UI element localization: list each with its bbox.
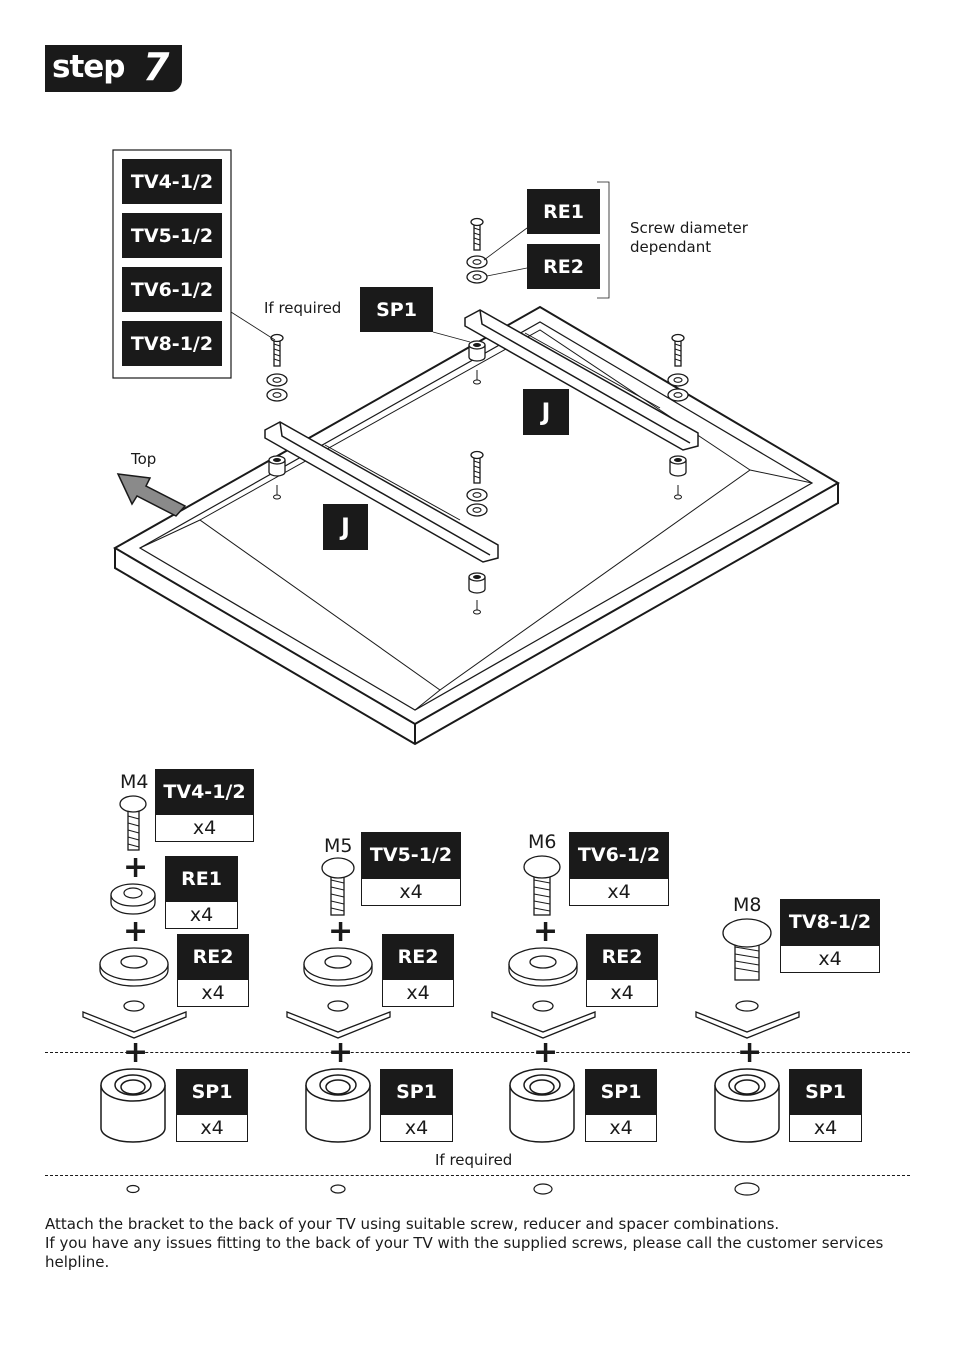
if-required-top: If required <box>264 299 342 317</box>
if-required-bottom: If required <box>435 1151 513 1169</box>
size-m5: M5 <box>324 835 353 857</box>
bottom-screw-m8 <box>722 918 772 981</box>
sp1-label: SP1 <box>360 287 433 332</box>
re2-badge-col2: RE2 <box>382 934 454 979</box>
re2-badge-col3: RE2 <box>586 934 658 979</box>
instruction-line-2: If you have any issues fitting to the ba… <box>45 1234 884 1271</box>
legend-tv5: TV5-1/2 <box>122 213 222 258</box>
top-label: Top <box>131 450 157 468</box>
size-m6: M6 <box>528 831 557 853</box>
re1-label: RE1 <box>527 189 600 234</box>
step-word: step <box>52 49 125 85</box>
bottom-screw-m5 <box>321 857 355 916</box>
plus-sign: + <box>328 914 354 949</box>
sp1-badge-col4: SP1 <box>789 1069 862 1114</box>
plus-sign: + <box>533 1035 559 1070</box>
re2-badge-col1: RE2 <box>177 934 249 979</box>
dashed-divider-upper <box>45 1052 910 1053</box>
legend-tv6: TV6-1/2 <box>122 267 222 312</box>
bracket-chevrons <box>82 1011 800 1039</box>
screw-tv5-badge: TV5-1/2 <box>361 832 461 878</box>
bottom-screw-m4 <box>119 795 147 851</box>
sp1-qty-col3: x4 <box>585 1114 657 1142</box>
step-number: 7 <box>143 45 170 89</box>
bracket-lower <box>264 421 499 563</box>
bottom-re2-washers <box>99 947 759 1012</box>
sp1-badge-col3: SP1 <box>585 1069 657 1114</box>
size-m4: M4 <box>120 771 149 793</box>
step-header: step 7 <box>45 45 182 92</box>
instructions: Attach the bracket to the back of your T… <box>45 1215 905 1272</box>
sp1-qty-col2: x4 <box>380 1114 453 1142</box>
sp1-badge-col1: SP1 <box>176 1069 248 1114</box>
re1-badge: RE1 <box>165 856 238 901</box>
screw-tv5-qty: x4 <box>361 878 461 906</box>
plus-sign: + <box>123 850 149 885</box>
top-direction-arrow <box>116 473 187 517</box>
sp1-qty-col1: x4 <box>176 1114 248 1142</box>
legend-tv8: TV8-1/2 <box>122 321 222 366</box>
sp1-badge-col2: SP1 <box>380 1069 453 1114</box>
screw-tv8-qty: x4 <box>780 945 880 973</box>
screw-tv8-badge: TV8-1/2 <box>780 899 880 945</box>
screw-tv6-qty: x4 <box>569 878 669 906</box>
re2-qty-col2: x4 <box>382 979 454 1007</box>
plus-sign: + <box>737 1035 763 1070</box>
re2-qty-col1: x4 <box>177 979 249 1007</box>
bracket-j-upper: J <box>523 389 569 435</box>
re2-qty-col3: x4 <box>586 979 658 1007</box>
legend-tv4: TV4-1/2 <box>122 159 222 204</box>
screw-tv4-badge: TV4-1/2 <box>155 769 254 814</box>
re1-qty: x4 <box>165 901 238 929</box>
sp1-qty-col4: x4 <box>789 1114 862 1142</box>
screw-tv4-qty: x4 <box>155 814 254 842</box>
bracket-upper <box>464 309 699 451</box>
re2-label: RE2 <box>527 244 600 289</box>
legend-box <box>112 149 232 379</box>
screw-note-line2: dependant <box>630 238 712 256</box>
tv-hole-indicators <box>126 1182 760 1196</box>
screw-note-line1: Screw diameter <box>630 219 748 237</box>
plus-sign: + <box>123 1035 149 1070</box>
screw-tv6-badge: TV6-1/2 <box>569 832 669 878</box>
plus-sign: + <box>328 1035 354 1070</box>
size-m8: M8 <box>733 894 762 916</box>
bottom-re1-washer <box>110 883 156 915</box>
bracket-j-lower: J <box>323 504 368 550</box>
instruction-line-1: Attach the bracket to the back of your T… <box>45 1215 780 1233</box>
bottom-spacers <box>100 1068 780 1143</box>
plus-sign: + <box>533 914 559 949</box>
dashed-divider-lower <box>45 1175 910 1176</box>
plus-sign: + <box>123 914 149 949</box>
bottom-screw-m6 <box>523 855 561 916</box>
